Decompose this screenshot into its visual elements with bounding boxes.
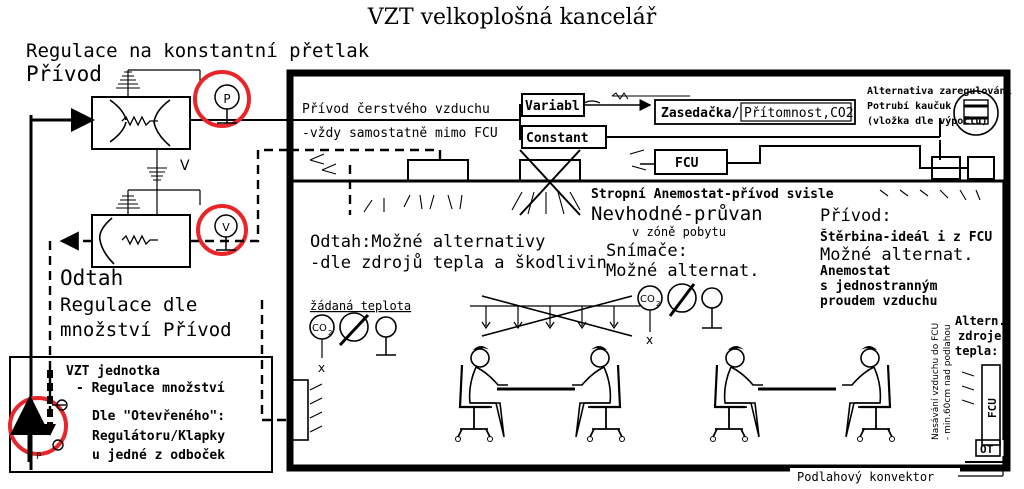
ceiling-anemostat-label: Stropní Anemostat-přívod svisle xyxy=(591,187,834,202)
constant-label: Constant xyxy=(526,131,589,146)
person-2 xyxy=(570,344,626,443)
unit-line4: Regulátoru/Klapky xyxy=(92,429,225,444)
supply-damper-unit xyxy=(91,69,201,150)
meeting-label: Zasedačka/ xyxy=(661,106,739,121)
fcu-vertical-box xyxy=(981,364,1001,446)
flow-sensor: V xyxy=(196,204,248,256)
alternative-line2: Potrubí kaučuk xyxy=(867,100,951,112)
co2-left-sub: 2 xyxy=(328,329,332,337)
diagram-title: VZT velkoplošná kancelář xyxy=(367,5,657,30)
co2-center-label: CO xyxy=(640,294,655,305)
in-zone-label: v zóně pobytu xyxy=(632,225,726,239)
flow-sensor-label: V xyxy=(222,221,230,234)
alt-heat-line3: tepla: xyxy=(955,344,998,358)
unsuitable-label: Nevhodné-průvan xyxy=(591,203,763,225)
supply-title: Přívod: xyxy=(820,206,892,226)
fresh-air-note: -vždy samostatně mimo FCU xyxy=(302,126,498,141)
supply-control-label: Regulace na konstantní přetlak xyxy=(26,40,370,62)
sensors-center: CO 2 x xyxy=(637,283,723,347)
floor-convector-label: Podlahový konvektor xyxy=(797,470,934,484)
vzt-unit-box: VZT jednotka - Regulace množství Dle "Ot… xyxy=(8,356,273,473)
x-center: x xyxy=(646,333,653,347)
setpoint-label: žádaná teplota xyxy=(310,299,411,313)
person-1 xyxy=(454,344,510,443)
alternative-detail-circle xyxy=(953,90,999,136)
unit-line2: - Regulace množství xyxy=(76,381,225,396)
co2-left-label: CO xyxy=(312,323,327,334)
anemostat-line1: Anemostat xyxy=(820,264,890,279)
ot-label: OT xyxy=(980,443,994,456)
fcu-label: FCU xyxy=(675,156,699,171)
pressure-sensor-label: P xyxy=(223,92,230,106)
exhaust-control-line1: Regulace dle xyxy=(60,294,197,316)
anemostat-line2: s jednostranným xyxy=(820,279,938,294)
sensors-line1: Snímače: xyxy=(606,241,688,261)
exhaust-control-line2: množství Přívod xyxy=(60,319,232,341)
setpoint-sensors: CO 2 x xyxy=(309,312,397,375)
exhaust-alt-line2: -dle zdrojů tepla a škodlivin xyxy=(310,252,607,273)
unit-line5: u jedné z odboček xyxy=(92,448,225,463)
alt-heat-line2: zdroje xyxy=(958,329,1001,343)
unit-line3: Dle "Otevřeného": xyxy=(92,409,225,424)
co2-center-sub: 2 xyxy=(656,300,660,308)
exhaust-alt-line1: Odtah:Možné alternativy xyxy=(310,232,545,252)
exhaust-label: Odtah xyxy=(60,266,123,290)
fcu-intake-line1: Nasávání vzduchu do FCU xyxy=(931,323,941,440)
room-frame xyxy=(286,69,1011,472)
sensors-line2: Možné alternat. xyxy=(606,261,760,281)
possible-label: Možné alternat. xyxy=(820,245,974,265)
pressure-sensor: P xyxy=(193,70,251,128)
x-left: x xyxy=(318,361,325,375)
supply-label: Přívod xyxy=(26,62,102,86)
fresh-air-label: Přívod čerstvého vzduchu xyxy=(302,102,490,117)
alt-heat-line1: Altern. xyxy=(955,314,1006,328)
airflow-arrows xyxy=(309,149,981,433)
meeting-room-box xyxy=(654,99,856,125)
fcu-intake-line2: - min.60cm nad podlahou xyxy=(943,324,953,440)
exhaust-damper-unit xyxy=(91,189,201,268)
anemostat-line3: proudem vzduchu xyxy=(820,294,937,309)
ot-box xyxy=(975,439,1001,457)
variable-label: Variabl xyxy=(525,99,580,114)
crossed-diffusers xyxy=(470,295,640,337)
person-4 xyxy=(840,344,896,443)
person-3 xyxy=(709,344,765,443)
presence-label: Přítomnost,CO2 xyxy=(744,106,854,121)
fcu-vertical-label: FCU xyxy=(986,398,999,418)
alternative-line1: Alternativa zaregulování xyxy=(867,85,1012,97)
unit-line1: VZT jednotka xyxy=(66,364,160,379)
unit-small-p: P xyxy=(36,452,42,462)
v-label: V xyxy=(180,158,190,174)
slot-label: Štěrbina-ideál i z FCU xyxy=(820,229,992,245)
